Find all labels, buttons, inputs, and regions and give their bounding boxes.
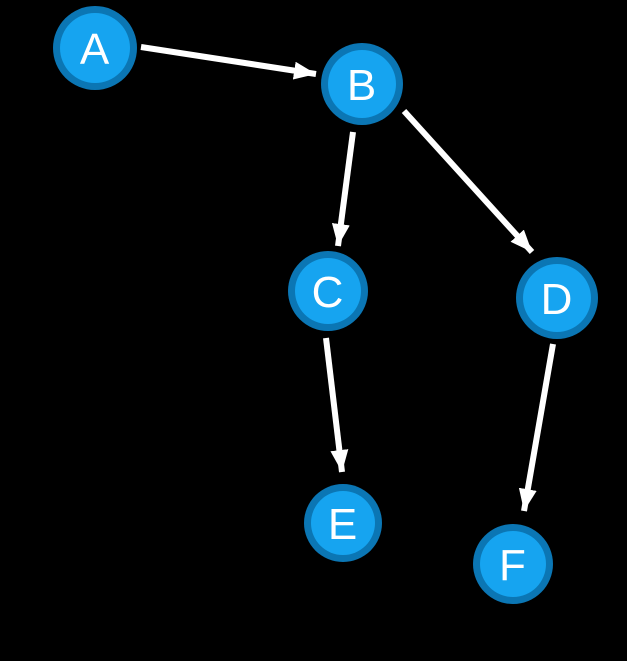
graph-edge-D-F	[518, 343, 556, 512]
graph-edge-A-B	[140, 44, 317, 80]
node-body	[60, 13, 130, 83]
node-label-A: A	[80, 25, 110, 74]
node-label-D: D	[541, 275, 574, 324]
node-body	[311, 491, 375, 555]
node-label-B: B	[347, 61, 377, 110]
node-body	[295, 258, 361, 324]
graph-node-E[interactable]: E	[304, 484, 382, 562]
node-label-C: C	[312, 268, 345, 317]
graph-edge-B-D	[401, 108, 535, 255]
node-body	[480, 531, 546, 597]
graph-node-B[interactable]: B	[321, 43, 403, 125]
node-label-F: F	[499, 541, 527, 590]
graph-node-F[interactable]: F	[473, 524, 553, 604]
graph-edge-B-C	[331, 131, 356, 247]
graph-node-A[interactable]: A	[53, 6, 137, 90]
graph-node-C[interactable]: C	[288, 251, 368, 331]
node-body	[523, 264, 591, 332]
node-body	[328, 50, 396, 118]
graph-edge-C-E	[323, 337, 349, 473]
graph-node-D[interactable]: D	[516, 257, 598, 339]
node-label-E: E	[328, 500, 358, 549]
